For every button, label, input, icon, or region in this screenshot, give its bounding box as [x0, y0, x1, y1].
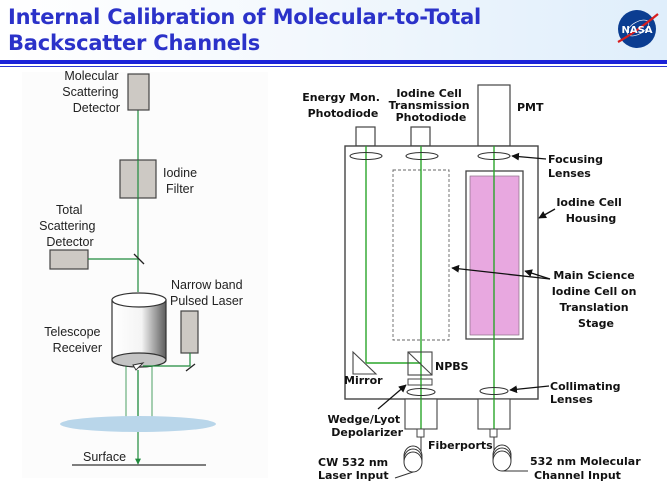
total-detector [49, 249, 89, 270]
pmt-label: PMT [517, 101, 544, 114]
depolarizer-label: Wedge/Lyot Depolarizer [327, 413, 404, 439]
nasa-meatball-icon: NASA [617, 10, 659, 48]
title-line-1: Internal Calibration of Molecular-to-Tot… [8, 5, 482, 29]
mirror-label: Mirror [344, 374, 383, 387]
surface-label: Surface [83, 450, 126, 464]
collimating-lens [406, 387, 436, 397]
npbs-label: NPBS [435, 360, 469, 373]
molecular-detector [127, 73, 150, 111]
pulsed-laser [180, 310, 199, 354]
iodine-cell-housing-label: Iodine Cell Housing [556, 196, 625, 225]
fiberport [416, 428, 425, 438]
transmission-photodiode [410, 126, 431, 147]
mirror [352, 350, 378, 375]
pmt-detector [477, 84, 511, 147]
slide-header: Internal Calibration of Molecular-to-Tot… [0, 0, 667, 62]
fiberport [489, 428, 498, 438]
iodine-filter-label: Iodine Filter [163, 166, 201, 196]
npbs-cube [407, 351, 433, 376]
focusing-lens [477, 151, 511, 161]
collimating-lenses-label: Collimating Lenses [550, 380, 624, 406]
focusing-lens [349, 151, 383, 161]
focusing-lens [405, 151, 439, 161]
transmission-photodiode-label: Iodine Cell Transmission Photodiode [389, 87, 474, 124]
telescope-label: Telescope Receiver [44, 325, 104, 355]
energy-monitor-label: Energy Mon. Photodiode [302, 91, 383, 120]
right-calibration-diagram: Energy Mon. Photodiode Iodine Cell Trans… [302, 84, 644, 482]
aerosol-layer [60, 416, 216, 432]
laser-label: Narrow band Pulsed Laser [170, 278, 246, 308]
left-panel-bg [22, 72, 268, 478]
header-rule [0, 60, 667, 64]
laser-mirror [185, 363, 196, 372]
header-rule-thin [0, 66, 667, 67]
slide-title: Internal Calibration of Molecular-to-Tot… [8, 4, 481, 56]
laser-beam [143, 353, 191, 367]
wedge-lyot-depolarizer [407, 378, 433, 386]
molecular-channel-input-label: 532 nm Molecular Channel Input [530, 455, 644, 482]
left-lidar-diagram: Molecular Scattering Detector Iodine Fil… [22, 69, 268, 478]
telescope-receiver [111, 292, 167, 371]
nasa-logo-text: NASA [621, 25, 652, 36]
molecular-detector-label: Molecular Scattering Detector [62, 69, 122, 115]
cw-laser-input-label: CW 532 nm Laser Input [318, 456, 392, 482]
focusing-lenses-label: Focusing Lenses [548, 153, 607, 180]
cw-fiber-coil [394, 437, 423, 479]
energy-monitor-photodiode [355, 126, 376, 147]
fiberports-label: Fiberports [428, 439, 493, 452]
molecular-fiber-coil [492, 437, 528, 472]
beam-splitter [133, 253, 145, 265]
main-science-cell-label: Main Science Iodine Cell on Translation … [552, 269, 641, 330]
total-detector-label: Total Scattering Detector [39, 203, 99, 249]
title-line-2: Backscatter Channels [8, 31, 261, 55]
collimating-lens [479, 386, 509, 396]
